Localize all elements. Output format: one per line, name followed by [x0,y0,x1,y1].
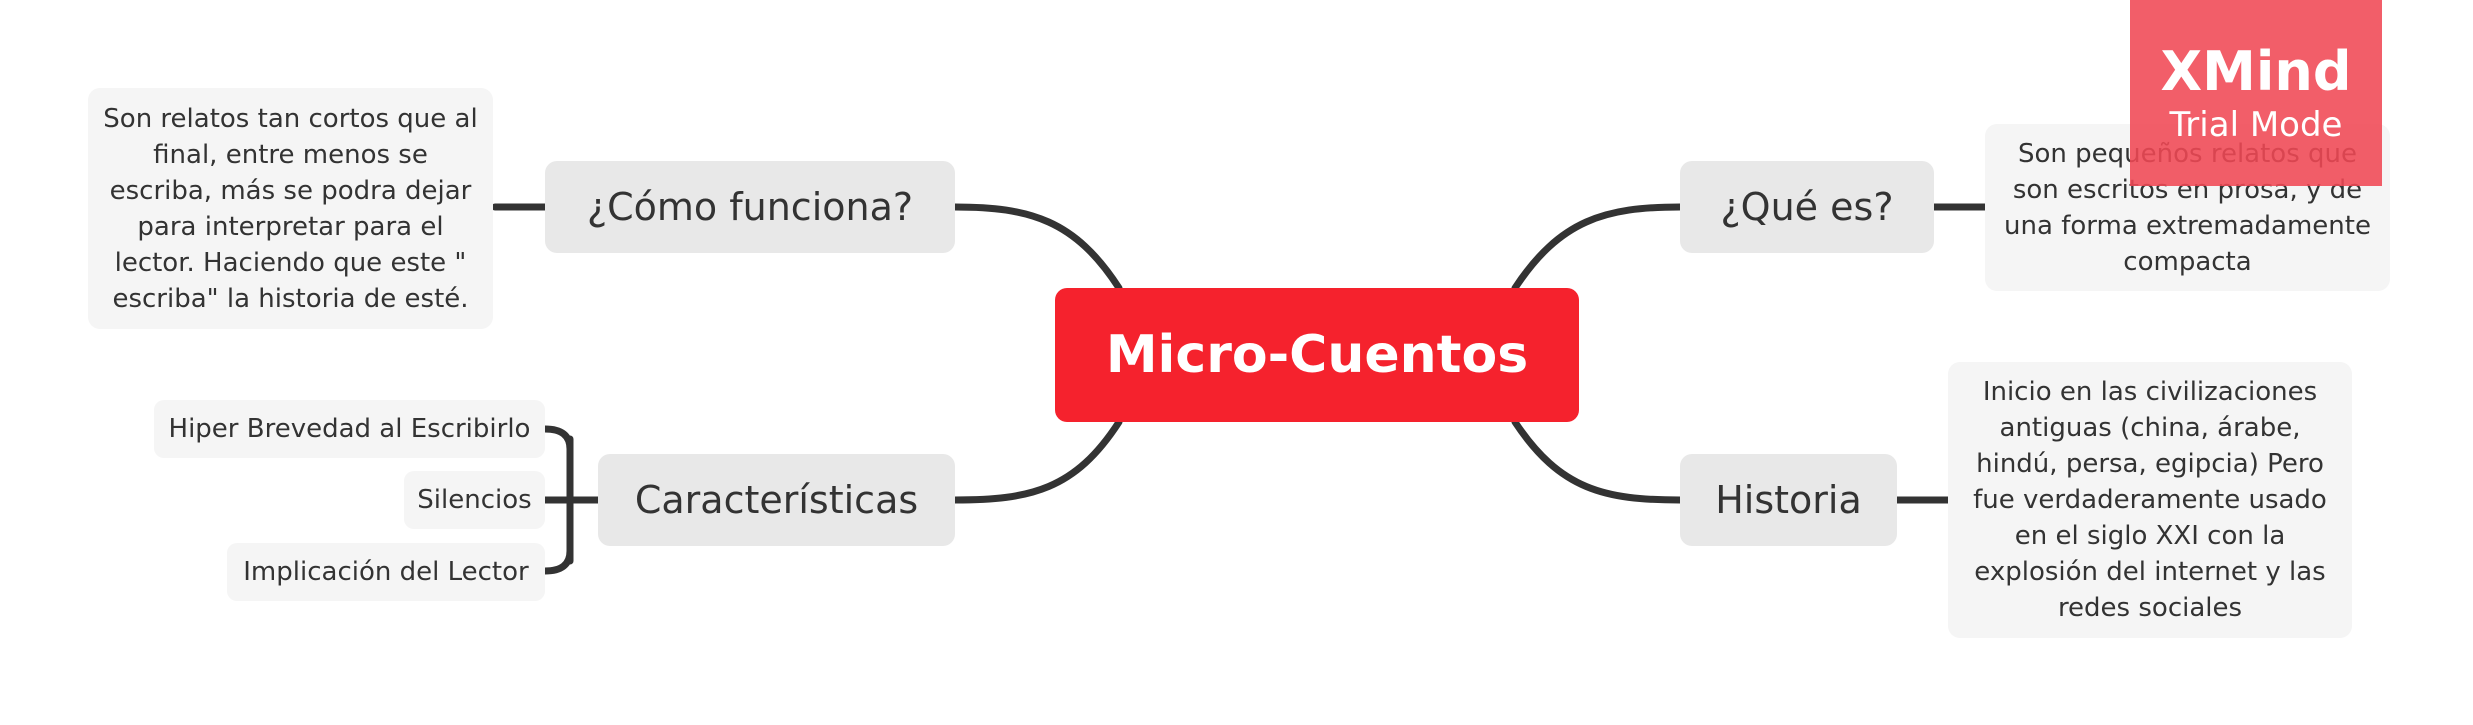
central-topic-label: Micro-Cuentos [1105,325,1529,385]
connector-central-historia [1511,418,1684,504]
note-historia[interactable]: Inicio en las civilizaciones antiguas (c… [1948,362,2352,638]
topic-caracteristicas-label: Características [634,478,919,522]
subtopic-silencios[interactable]: Silencios [404,471,545,529]
subtopic-silencios-label: Silencios [417,485,532,515]
connector-central-caracteristicas [951,418,1123,504]
note-como-funciona-text: Son relatos tan cortos que al final, ent… [103,103,478,314]
note-historia-text: Inicio en las civilizaciones antiguas (c… [1973,377,2327,623]
topic-caracteristicas[interactable]: Características [598,454,955,546]
topic-historia[interactable]: Historia [1680,454,1897,546]
topic-como-funciona-label: ¿Cómo funciona? [586,185,914,229]
trial-mode-watermark: XMind Trial Mode [2130,0,2382,186]
connector-central-que-es [1511,203,1684,292]
topic-que-es-label: ¿Qué es? [1720,185,1894,229]
subtopic-implicacion-lector-label: Implicación del Lector [243,557,529,587]
subtopic-hiper-brevedad-label: Hiper Brevedad al Escribirlo [168,414,531,444]
central-topic[interactable]: Micro-Cuentos [1055,288,1579,422]
connector-central-como-funciona [951,203,1123,292]
note-como-funciona[interactable]: Son relatos tan cortos que al final, ent… [88,88,493,329]
subtopic-implicacion-lector[interactable]: Implicación del Lector [227,543,545,601]
topic-como-funciona[interactable]: ¿Cómo funciona? [545,161,955,253]
topic-que-es[interactable]: ¿Qué es? [1680,161,1934,253]
subtopic-hiper-brevedad[interactable]: Hiper Brevedad al Escribirlo [154,400,545,458]
topic-historia-label: Historia [1715,478,1862,522]
watermark-title: XMind [2160,40,2352,103]
connector-caracteristicas-bracket [541,425,602,575]
watermark-subtitle: Trial Mode [2169,105,2343,145]
